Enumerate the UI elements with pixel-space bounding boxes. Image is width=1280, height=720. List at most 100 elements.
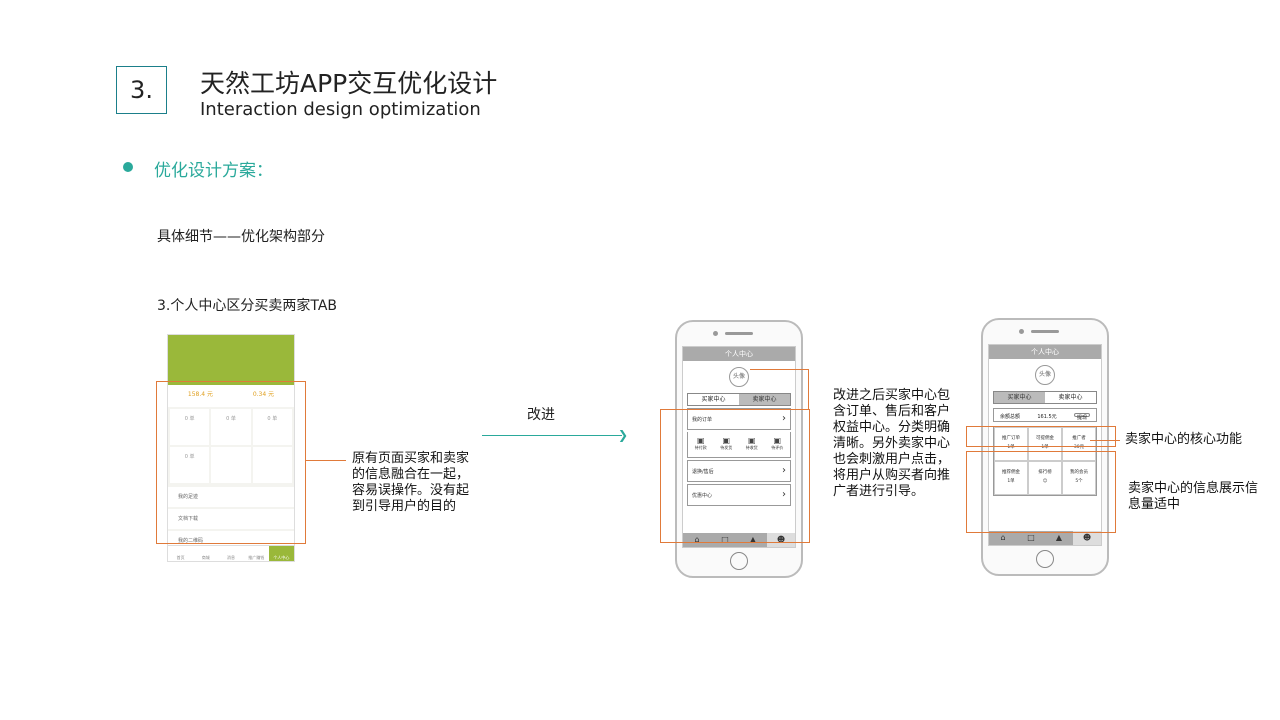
seller-info-note: 卖家中心的信息展示信息量适中 <box>1128 481 1259 512</box>
pending-review-icon[interactable]: 待评价 <box>765 432 791 457</box>
original-grid-cell <box>211 447 251 483</box>
original-stats: 158.4 元 0.34 元 <box>168 385 294 407</box>
cell-label: 推荐佣金 <box>1002 470 1020 475</box>
order-icons: 待付款 待发货 待收货 待评价 <box>687 432 791 458</box>
original-tabbar: 首页 商城 消息 推广赚钱 个人中心 <box>168 545 294 561</box>
cell-label: 排行榜 <box>1038 470 1052 475</box>
seller-grid-cell[interactable]: 推广者 30元 <box>1062 427 1096 461</box>
cell-label: 推广订单 <box>1002 436 1020 441</box>
seller-core-box <box>966 426 1116 447</box>
balance-value: 161.5元 <box>1037 414 1057 420</box>
original-tab: 个人中心 <box>268 546 294 561</box>
tab-seller[interactable]: 卖家中心 <box>739 394 790 405</box>
home-icon[interactable]: ⌂ <box>1000 533 1006 542</box>
tab-seller[interactable]: 卖家中心 <box>1058 394 1083 401</box>
cell-value: 1单 <box>1041 445 1049 450</box>
buyer-header: 个人中心 <box>683 347 795 361</box>
balance-row: 余额总额 161.5元 提现 <box>993 408 1097 422</box>
buyer-connector-top <box>750 369 808 370</box>
original-grid-cell: 0 单 <box>252 409 292 445</box>
speaker-icon <box>725 332 753 335</box>
original-tab: 首页 <box>176 555 185 560</box>
original-note: 原有页面买家和卖家的信息融合在一起，容易误操作。没有起到引导用户的目的 <box>352 451 470 514</box>
improve-arrow-line <box>482 435 622 436</box>
original-grid: 0 单 0 单 0 单 0 单 <box>168 407 294 485</box>
original-stat: 0.34 元 <box>252 391 275 398</box>
improve-label: 改进 <box>527 407 555 423</box>
coupon-center-item[interactable]: 优惠中心 <box>687 484 791 506</box>
send-icon[interactable]: ▲ <box>1055 533 1063 542</box>
cell-value: 30元 <box>1073 445 1085 450</box>
original-row: 我的足迹 <box>168 487 294 507</box>
buyer-highlight-box <box>660 409 810 543</box>
user-icon[interactable]: ☻ <box>767 533 795 547</box>
seller-grid-cell[interactable]: 推荐佣金 1单 <box>994 461 1028 495</box>
seller-tabs: 买家中心 卖家中心 <box>993 391 1097 404</box>
camera-icon <box>713 331 718 336</box>
original-tab: 消息 <box>227 555 235 560</box>
original-tab: 商城 <box>201 555 210 560</box>
seller-grid-cell[interactable]: 我的会员 5个 <box>1062 461 1096 495</box>
after-sale-item[interactable]: 退换/售后 <box>687 460 791 482</box>
seller-grid-cell[interactable]: 推广订单 1单 <box>994 427 1028 461</box>
original-row: 文档下载 <box>168 509 294 529</box>
page-title: 天然工坊APP交互优化设计 <box>200 69 498 98</box>
bullet-dot-icon <box>123 162 133 172</box>
original-header <box>168 335 294 385</box>
home-button[interactable] <box>730 552 748 570</box>
section-label: 优化设计方案： <box>154 161 273 181</box>
speaker-icon <box>1031 330 1059 333</box>
original-grid-cell: 0 单 <box>211 409 251 445</box>
seller-grid-cell[interactable]: 排行榜 ☺ <box>1028 461 1062 495</box>
original-tab: 推广赚钱 <box>248 555 265 560</box>
original-highlight-box <box>156 381 306 544</box>
page-subtitle: Interaction design optimization <box>200 99 481 120</box>
pending-ship-icon[interactable]: 待发货 <box>714 432 740 457</box>
cell-label: 推广者 <box>1072 436 1086 441</box>
phone-buyer: 个人中心 头像 买家中心 卖家中心 我的订单 待付款 待发货 待收货 待评价 退… <box>675 320 803 578</box>
tab-buyer[interactable]: 买家中心 <box>701 396 726 403</box>
section-number-text: 3. <box>130 76 153 104</box>
original-stat: 158.4 元 <box>187 391 213 398</box>
cell-label: 可提佣金 <box>1036 436 1054 441</box>
detail-label: 具体细节——优化架构部分 <box>157 229 325 245</box>
cell-value: 1单 <box>1007 479 1015 484</box>
original-grid-cell <box>252 447 292 483</box>
arrow-head-icon: ❯ <box>618 428 629 442</box>
cell-value: 1单 <box>1007 445 1015 450</box>
avatar[interactable]: 头像 <box>1035 365 1055 385</box>
cell-value: 5个 <box>1075 479 1083 484</box>
tab-label: 3.个人中心区分买卖两家TAB <box>157 298 338 314</box>
user-icon[interactable]: ☻ <box>1073 531 1101 545</box>
home-icon[interactable]: ⌂ <box>694 535 700 544</box>
seller-core-note: 卖家中心的核心功能 <box>1125 432 1243 447</box>
seller-header: 个人中心 <box>989 345 1101 359</box>
home-button[interactable] <box>1036 550 1054 568</box>
cell-label: 我的会员 <box>1070 470 1088 475</box>
my-orders-item[interactable]: 我的订单 <box>687 408 791 430</box>
buyer-connector-vertical <box>808 369 809 409</box>
original-connector <box>306 460 346 461</box>
seller-core-connector <box>1090 440 1120 441</box>
original-grid-cell: 0 单 <box>170 447 210 483</box>
tab-buyer[interactable]: 买家中心 <box>994 392 1045 403</box>
cart-icon[interactable]: □ <box>721 535 729 544</box>
withdraw-button[interactable]: 提现 <box>1073 413 1090 421</box>
seller-tabbar: ⌂ □ ▲ ☻ <box>989 531 1101 545</box>
avatar[interactable]: 头像 <box>729 367 749 387</box>
pending-receive-icon[interactable]: 待收货 <box>739 432 765 457</box>
original-screen: 158.4 元 0.34 元 0 单 0 单 0 单 0 单 我的足迹 文档下载… <box>167 334 295 562</box>
cart-icon[interactable]: □ <box>1027 533 1035 542</box>
smiley-icon: ☺ <box>1042 479 1048 484</box>
camera-icon <box>1019 329 1024 334</box>
original-grid-cell: 0 单 <box>170 409 210 445</box>
buyer-note: 改进之后买家中心包含订单、售后和客户权益中心。分类明确清晰。另外卖家中心也会刺激… <box>833 388 951 499</box>
send-icon[interactable]: ▲ <box>749 535 757 544</box>
pending-pay-icon[interactable]: 待付款 <box>688 432 714 457</box>
balance-label: 余额总额 <box>1000 414 1021 420</box>
seller-info-box <box>966 451 1116 533</box>
section-number: 3. <box>116 66 167 114</box>
seller-grid-cell[interactable]: 可提佣金 1单 <box>1028 427 1062 461</box>
